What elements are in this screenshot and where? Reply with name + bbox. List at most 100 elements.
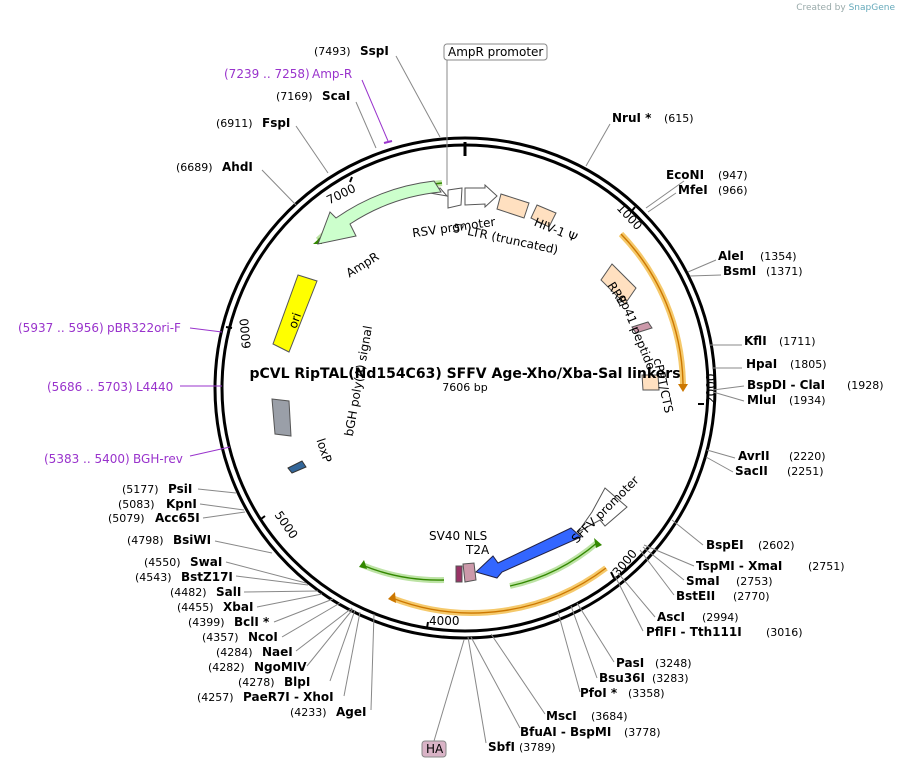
sffv-label: SFFV promoter: [569, 473, 642, 546]
svg-text:(2251): (2251): [787, 465, 824, 478]
snapgene-credit: Created by SnapGene: [796, 3, 895, 13]
backbone-outer: [213, 136, 717, 640]
svg-text:BspEI: BspEI: [706, 538, 744, 552]
svg-text:Acc65I: Acc65I: [155, 511, 200, 525]
enzyme-label-psii: (5177)PsiI: [122, 482, 237, 496]
svg-text:(1354): (1354): [760, 250, 797, 263]
enzyme-label-alei: AleI(1354): [687, 249, 797, 273]
orf-arc-3-head: [594, 538, 602, 548]
svg-text:4000: 4000: [429, 614, 460, 628]
svg-text:PfoI *: PfoI *: [580, 686, 618, 700]
svg-text:BfuAI - BspMI: BfuAI - BspMI: [520, 725, 611, 739]
tick-2000: 2000: [698, 373, 718, 405]
svg-text:(3778): (3778): [624, 726, 661, 739]
svg-text:(2753): (2753): [736, 575, 773, 588]
cppt-feature: [641, 374, 660, 391]
svg-text:(2751): (2751): [808, 560, 845, 573]
svg-text:(4482): (4482): [170, 586, 207, 599]
enzyme-label-bfuai-bspmi: BfuAI - BspMI (3778): [470, 636, 661, 739]
svg-text:(4798): (4798): [127, 534, 164, 547]
svg-text:HpaI: HpaI: [746, 357, 777, 371]
svg-text:(5937 .. 5956): (5937 .. 5956): [18, 321, 104, 335]
sv40-label: SV40 NLS: [429, 529, 487, 543]
ampr-feature: [317, 180, 442, 245]
svg-text:(5177): (5177): [122, 483, 159, 496]
ha-leader: [433, 639, 465, 742]
svg-text:L4440: L4440: [136, 380, 173, 394]
tick-1000: 1000: [614, 201, 645, 233]
svg-text:AvrII: AvrII: [738, 449, 770, 463]
loxp-label: loxP: [314, 437, 335, 465]
orf-arc-3-line: [509, 541, 599, 587]
svg-text:MscI: MscI: [546, 709, 577, 723]
svg-text:BlpI: BlpI: [284, 675, 310, 689]
enzyme-label-mfei: MfeI(966): [647, 183, 748, 213]
svg-text:pBR322ori-F: pBR322ori-F: [107, 321, 181, 335]
enzyme-label-ngomiv: (4282)NgoMIV: [208, 608, 354, 674]
primer-label-pbr322ori-f: (5937 .. 5956)pBR322ori-F: [18, 321, 223, 335]
t2a-feature: [462, 562, 477, 583]
enzyme-label-paer7i-xhoi: (4257)PaeR7I - XhoI: [197, 611, 361, 704]
enzyme-label-bstz17i: (4543)BstZ17I: [135, 570, 309, 586]
ampr-promoter-box: [443, 43, 548, 61]
svg-text:PasI: PasI: [616, 656, 644, 670]
rsv-promoter-arrow: [464, 183, 498, 209]
svg-text:(3283): (3283): [652, 672, 689, 685]
enzyme-label-sspi: (7493)SspI: [314, 44, 441, 138]
svg-text:5000: 5000: [272, 508, 301, 541]
svg-text:NruI *: NruI *: [612, 111, 652, 125]
svg-text:BsiWI: BsiWI: [173, 533, 211, 547]
svg-text:(3016): (3016): [766, 626, 803, 639]
svg-text:(3789): (3789): [519, 741, 556, 754]
enzyme-label-econi: EcoNI (947): [645, 168, 748, 209]
svg-text:(2994): (2994): [702, 611, 739, 624]
svg-text:(6911): (6911): [216, 117, 253, 130]
enzyme-label-agei: (4233)AgeI: [290, 613, 375, 719]
primer-label-amp-r: (7239 .. 7258)Amp-R: [224, 67, 393, 144]
plasmid-size: 7606 bp: [442, 381, 487, 394]
loxp-feature: [287, 460, 307, 474]
tick-4000: 4000: [426, 614, 460, 629]
svg-text:(947): (947): [718, 169, 748, 182]
enzyme-label-mlui: MluI(1934): [712, 391, 826, 407]
svg-text:(5079): (5079): [108, 512, 145, 525]
svg-text:NgoMIV: NgoMIV: [254, 660, 307, 674]
svg-text:EcoNI: EcoNI: [666, 168, 704, 182]
svg-text:ScaI: ScaI: [322, 89, 350, 103]
orf-arc-1-line: [620, 233, 684, 385]
svg-text:(3684): (3684): [591, 710, 628, 723]
enzyme-label-asci: AscI(2994): [617, 572, 739, 624]
svg-text:(4233): (4233): [290, 706, 327, 719]
svg-text:(1711): (1711): [779, 335, 816, 348]
enzyme-label-ahdi: (6689)AhdI: [176, 160, 297, 206]
svg-text:KflI: KflI: [744, 334, 767, 348]
svg-text:MfeI: MfeI: [678, 183, 708, 197]
enzyme-label-ncoi: (4357)NcoI: [202, 602, 341, 644]
rsv-promoter-shape-1: [447, 187, 463, 209]
svg-text:(5686 .. 5703): (5686 .. 5703): [47, 380, 133, 394]
svg-text:(1928): (1928): [847, 379, 884, 392]
svg-text:(7239 .. 7258): (7239 .. 7258): [224, 67, 310, 81]
svg-text:(2220): (2220): [789, 450, 826, 463]
enzyme-label-smai: SmaI(2753): [642, 546, 773, 588]
enzyme-label-fspi: (6911)FspI: [216, 116, 329, 174]
svg-text:BsmI: BsmI: [723, 264, 756, 278]
svg-text:KpnI: KpnI: [166, 497, 197, 511]
orf-arc-4: [360, 562, 445, 584]
enzyme-label-hpai: HpaI(1805): [712, 357, 827, 371]
primer-label-l4440: (5686 .. 5703)L4440: [47, 380, 222, 394]
svg-text:6000: 6000: [237, 318, 254, 350]
enzyme-label-msci: MscI (3684): [490, 633, 628, 723]
svg-text:SspI: SspI: [360, 44, 389, 58]
svg-text:(615): (615): [664, 112, 694, 125]
svg-text:XbaI: XbaI: [223, 600, 253, 614]
svg-text:BclI *: BclI *: [234, 615, 270, 629]
orf-arc-2-head: [388, 592, 396, 603]
t2a-label: T2A: [465, 543, 490, 557]
enzyme-label-bsiwi: (4798) BsiWI: [127, 533, 273, 554]
ha-label: HA: [426, 742, 444, 756]
enzyme-label-bsteii: BstEII(2770): [639, 549, 770, 603]
svg-text:(2770): (2770): [733, 590, 770, 603]
enzyme-label-kfli: KflI (1711): [710, 334, 816, 348]
svg-text:NcoI: NcoI: [248, 630, 278, 644]
